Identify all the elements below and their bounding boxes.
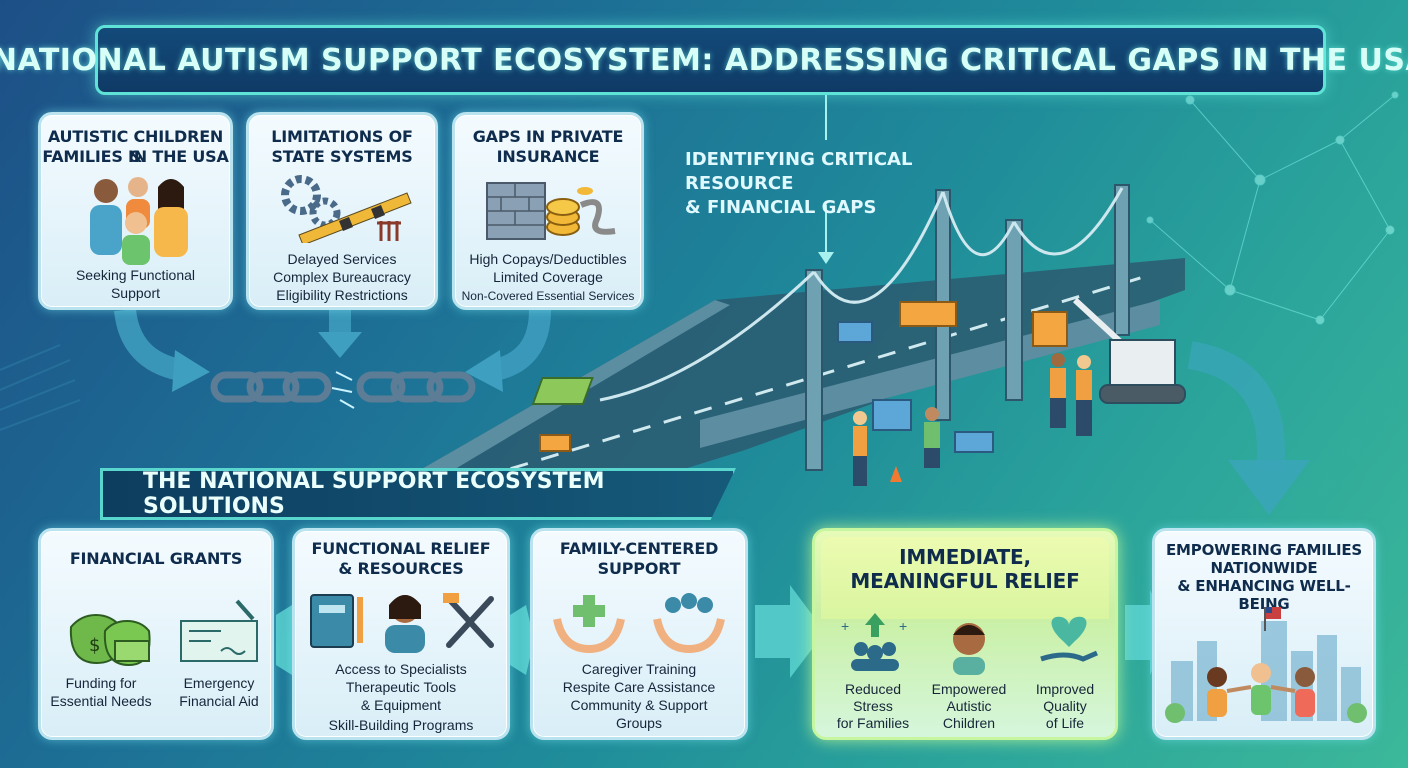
relief-quality-line-3: of Life	[1045, 715, 1085, 731]
card-title-line-1: FAMILY-CENTERED	[559, 539, 719, 558]
svg-text:+: +	[841, 618, 849, 634]
card-line-3: & Equipment	[360, 697, 442, 713]
empowered-child-icon	[953, 623, 985, 675]
card-title-line-2: INSURANCE	[496, 147, 600, 166]
card-title-line-2: STATE SYSTEMS	[271, 147, 413, 166]
card-title-line-1: GAPS IN PRIVATE	[472, 127, 624, 146]
card-line-3: Community & Support	[570, 697, 708, 713]
callout-line-2: & FINANCIAL GAPS	[685, 197, 877, 218]
relief-item-quality: Improved Quality of Life	[1017, 681, 1113, 732]
card-title: FINANCIAL GRANTS	[69, 549, 243, 568]
solution-card-functional-relief: FUNCTIONAL RELIEF & RESOURCES Access to …	[292, 528, 510, 740]
outcome-card: EMPOWERING FAMILIES NATIONWIDE & ENHANCI…	[1152, 528, 1376, 740]
card-line-2: Respite Care Assistance	[562, 679, 716, 695]
card-line-2: Therapeutic Tools	[345, 679, 457, 695]
card-line-1: Access to Specialists	[335, 661, 467, 677]
problem-arrows	[114, 308, 551, 381]
svg-text:$: $	[89, 635, 100, 656]
card-line-4: Skill-Building Programs	[328, 717, 474, 733]
svg-text:+: +	[899, 618, 907, 634]
heart-hand-icon	[1040, 616, 1098, 662]
family-icon	[90, 177, 188, 265]
crane	[1072, 297, 1186, 404]
card-line-2: Support	[110, 285, 161, 301]
relief-stress-line-3: for Families	[836, 715, 910, 731]
resources-icons	[310, 593, 494, 653]
relief-children-line-3: Children	[942, 715, 996, 731]
relief-item-stress: Reduced Stress for Families	[825, 681, 921, 732]
card-line-3: Eligibility Restrictions	[276, 287, 408, 303]
card-title-line-1: FUNCTIONAL RELIEF	[311, 539, 491, 558]
solution-card-family-support: FAMILY-CENTERED SUPPORT Caregiver Traini…	[530, 528, 748, 740]
support-icons	[553, 593, 725, 654]
relief-icons: ++	[841, 613, 1098, 675]
group-hands-icon	[653, 593, 725, 654]
book-icon	[310, 594, 363, 648]
grant-left-line-1: Funding for	[65, 675, 137, 691]
card-line-3: Non-Covered Essential Services	[461, 289, 635, 303]
relief-item-children: Empowered Autistic Children	[921, 681, 1017, 732]
card-title-line-1: AUTISTIC CHILDREN &	[47, 127, 224, 166]
brick-wall-coins-icon	[486, 182, 616, 240]
card-line-2: Limited Coverage	[493, 269, 603, 285]
children-figures	[1207, 663, 1315, 717]
relief-quality-line-2: Quality	[1043, 698, 1087, 714]
solutions-heading: THE NATIONAL SUPPORT ECOSYSTEM SOLUTIONS	[143, 469, 605, 519]
broken-gears-icon	[281, 175, 412, 243]
page-title: NATIONAL AUTISM SUPPORT ECOSYSTEM: ADDRE…	[0, 42, 1408, 78]
gaps-callout: IDENTIFYING CRITICAL RESOURCE & FINANCIA…	[685, 148, 1015, 220]
bridge-towers	[805, 184, 1130, 471]
relief-stress-line-1: Reduced	[844, 681, 902, 697]
relief-stress-line-2: Stress	[853, 698, 893, 714]
relief-children-line-2: Autistic	[946, 698, 992, 714]
card-title-line-2: SUPPORT	[597, 559, 681, 578]
relief-title-line-2: MEANINGFUL RELIEF	[850, 569, 1080, 593]
card-title-line-2: FAMILIES IN THE USA	[42, 147, 229, 166]
card-line-4: Groups	[616, 715, 662, 731]
broken-chain-icon	[210, 371, 476, 403]
puzzle-pieces	[531, 301, 1068, 453]
card-line-2: Complex Bureaucracy	[273, 269, 411, 285]
problem-card-state-systems: LIMITATIONS OF STATE SYSTEMS Delayed Ser…	[246, 112, 438, 310]
grant-right-line-1: Emergency	[183, 675, 255, 691]
outcome-line-1: EMPOWERING FAMILIES	[1166, 541, 1362, 559]
relief-header-bg	[821, 537, 1109, 619]
caring-hands-icon	[553, 595, 625, 654]
solutions-banner: THE NATIONAL SUPPORT ECOSYSTEM SOLUTIONS	[100, 468, 736, 520]
construction-workers	[853, 353, 1092, 486]
city-children-icon	[1165, 607, 1367, 723]
relief-card: IMMEDIATE, MEANINGFUL RELIEF ++ Reduced …	[812, 528, 1118, 740]
problem-card-insurance: GAPS IN PRIVATE INSURANCE High Copays/De…	[452, 112, 644, 310]
solution-card-grants: FINANCIAL GRANTS $ Funding for Essential…	[38, 528, 274, 740]
problem-card-families: AUTISTIC CHILDREN & FAMILIES IN THE USA …	[38, 112, 233, 310]
grant-right-line-2: Financial Aid	[179, 693, 259, 709]
card-line-1: Seeking Functional	[75, 267, 196, 283]
grant-left-line-2: Essential Needs	[50, 693, 152, 709]
card-line-1: Caregiver Training	[581, 661, 697, 677]
bridge-road	[420, 258, 1185, 520]
card-title-line-2: & RESOURCES	[338, 559, 464, 578]
network-graphic	[1146, 91, 1399, 325]
card-title-line-1: LIMITATIONS OF	[271, 127, 413, 146]
money-bags-icon: $	[69, 599, 258, 667]
specialist-icon	[385, 595, 425, 653]
reduced-stress-icon: ++	[841, 613, 907, 671]
title-banner: NATIONAL AUTISM SUPPORT ECOSYSTEM: ADDRE…	[0, 25, 1408, 95]
tools-icon	[443, 593, 494, 648]
flow-arrow-down	[1187, 341, 1285, 472]
outcome-line-2: NATIONWIDE	[1210, 559, 1318, 577]
relief-quality-line-1: Improved	[1035, 681, 1095, 697]
relief-title-line-1: IMMEDIATE,	[899, 545, 1031, 569]
relief-children-line-1: Empowered	[931, 681, 1007, 697]
card-line-1: High Copays/Deductibles	[469, 251, 627, 267]
check-icon	[180, 599, 258, 662]
callout-line-1: IDENTIFYING CRITICAL RESOURCE	[685, 149, 913, 194]
card-line-1: Delayed Services	[287, 251, 397, 267]
